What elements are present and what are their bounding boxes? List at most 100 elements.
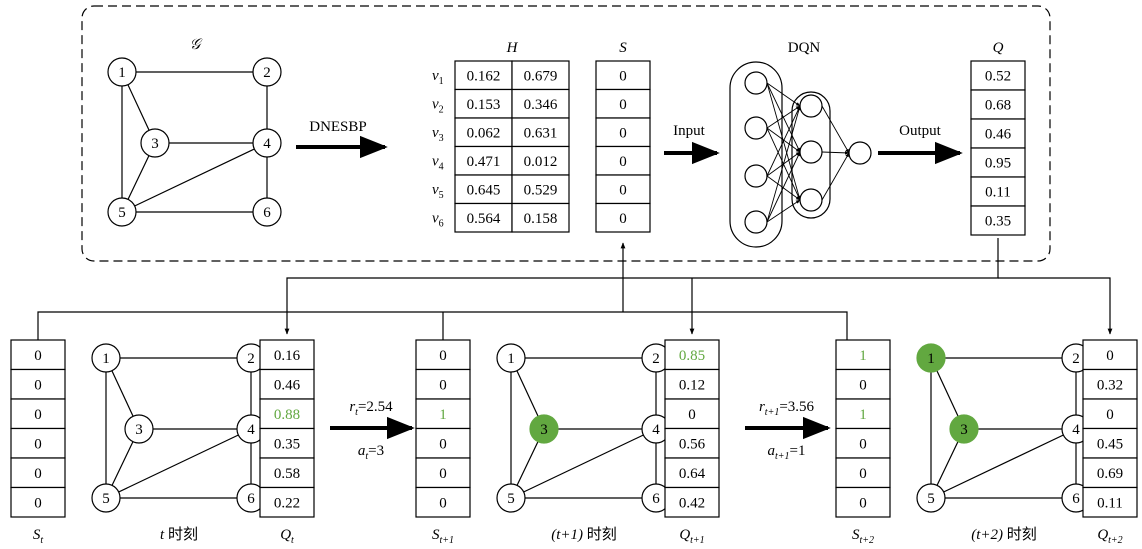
action-label: at+1=1 xyxy=(768,443,806,462)
h-row-label: v3 xyxy=(432,125,444,144)
step-s-value: 0 xyxy=(34,466,42,482)
top-graph-node-label: 4 xyxy=(263,136,271,152)
h-col1-cell xyxy=(454,60,513,91)
step-q-value: 0.35 xyxy=(274,436,300,452)
step-s-value: 0 xyxy=(859,436,867,452)
step-q-label: Qt+1 xyxy=(679,527,704,546)
graph-symbol: 𝒢 xyxy=(190,37,203,53)
step-q-value: 0 xyxy=(1106,407,1114,423)
reward-label: rt=2.54 xyxy=(349,399,393,418)
h-col2-value: 0.012 xyxy=(524,154,558,170)
top-graph-node-label: 2 xyxy=(263,65,271,81)
h-col2-value: 0.529 xyxy=(524,182,558,198)
action-label: at=3 xyxy=(358,443,384,462)
step-s-cell xyxy=(10,339,66,371)
step-time-label: (t+1) 时刻 xyxy=(551,526,617,543)
step-s-cell xyxy=(415,398,471,430)
top-graph-node-label: 6 xyxy=(263,205,271,221)
step-graph-edge xyxy=(510,428,657,499)
top-graph-node-label: 1 xyxy=(118,65,126,81)
step-graph-node-label: 3 xyxy=(960,422,968,438)
step-graph-node-label: 6 xyxy=(652,491,660,507)
s-cell xyxy=(595,174,651,205)
step-graph-node xyxy=(124,414,154,444)
step-s-value: 1 xyxy=(859,348,867,364)
dqn-neuron xyxy=(744,71,768,95)
step-time-label: t 时刻 xyxy=(160,526,198,543)
step-q-value: 0.32 xyxy=(1097,377,1123,393)
step-q-value: 0.46 xyxy=(274,377,301,393)
step-graph-node-label: 6 xyxy=(247,491,255,507)
step-graph-edge xyxy=(105,428,252,499)
dqn-edge xyxy=(766,105,801,129)
step-graph-node xyxy=(949,414,979,444)
h-row-label: v5 xyxy=(432,182,444,201)
dqn-neuron xyxy=(744,164,768,188)
step-q-value: 0.85 xyxy=(679,348,705,364)
top-dashed-frame xyxy=(81,5,1051,262)
s-value: 0 xyxy=(619,182,627,198)
step-q-cell xyxy=(259,486,315,518)
q-value: 0.95 xyxy=(985,156,1011,172)
step-s-cell xyxy=(415,486,471,518)
h-col2-value: 0.679 xyxy=(524,68,558,84)
step-graph-node-label: 3 xyxy=(135,422,143,438)
step-graph-node-label: 1 xyxy=(507,351,515,367)
step-graph-node xyxy=(916,343,946,373)
step-q-value: 0.16 xyxy=(274,348,301,364)
step-q-value: 0.64 xyxy=(679,466,706,482)
q-value: 0.11 xyxy=(985,185,1011,201)
top-graph-node xyxy=(252,57,282,87)
step-s-label: St+2 xyxy=(852,527,874,546)
step-s-cell xyxy=(415,368,471,400)
dqn-edge xyxy=(821,151,850,155)
h-col1-value: 0.062 xyxy=(467,125,501,141)
h-col2-cell xyxy=(511,202,570,233)
step-s-value: 0 xyxy=(439,495,447,511)
dqn-edge xyxy=(766,199,801,223)
step-q-cell xyxy=(1082,368,1138,400)
step-q-cell xyxy=(664,457,720,489)
step-s-value: 0 xyxy=(34,495,42,511)
step-q-cell xyxy=(1082,457,1138,489)
step-graph-node-label: 5 xyxy=(102,491,110,507)
step-s-value: 1 xyxy=(859,407,867,423)
s-value: 0 xyxy=(619,154,627,170)
step-q-cell xyxy=(664,339,720,371)
s-value: 0 xyxy=(619,68,627,84)
top-graph-node xyxy=(140,128,170,158)
dqn-hidden-layer xyxy=(791,91,831,219)
input-label: Input xyxy=(673,123,705,139)
q-cell xyxy=(970,118,1026,149)
step-time-label: (t+2) 时刻 xyxy=(971,526,1037,543)
step-graph-node-label: 1 xyxy=(102,351,110,367)
h-col1-cell xyxy=(454,174,513,205)
step-q-value: 0.42 xyxy=(679,495,705,511)
step-q-cell xyxy=(259,457,315,489)
step-s-value: 1 xyxy=(439,407,447,423)
h-col1-value: 0.564 xyxy=(467,211,501,227)
top-graph-edge xyxy=(121,142,268,213)
q-value: 0.68 xyxy=(985,98,1011,114)
step-q-cell xyxy=(1082,398,1138,430)
h-row-label: v6 xyxy=(432,211,444,230)
h-col2-cell xyxy=(511,117,570,148)
step-s-value: 0 xyxy=(34,348,42,364)
step-graph-node-label: 6 xyxy=(1072,491,1080,507)
h-col1-value: 0.645 xyxy=(467,182,501,198)
dqn-neuron xyxy=(799,140,823,164)
s-title: S xyxy=(619,40,627,56)
dqn-edge xyxy=(766,82,801,107)
dqn-neuron xyxy=(799,94,823,118)
step-q-value: 0.88 xyxy=(274,407,300,423)
step-q-cell xyxy=(259,339,315,371)
step-s-cell xyxy=(10,398,66,430)
step-s-cell xyxy=(835,398,891,430)
h-col1-value: 0.162 xyxy=(467,68,501,84)
top-graph-node-label: 5 xyxy=(118,205,126,221)
step-q-cell xyxy=(1082,339,1138,371)
step-s-cell xyxy=(835,457,891,489)
